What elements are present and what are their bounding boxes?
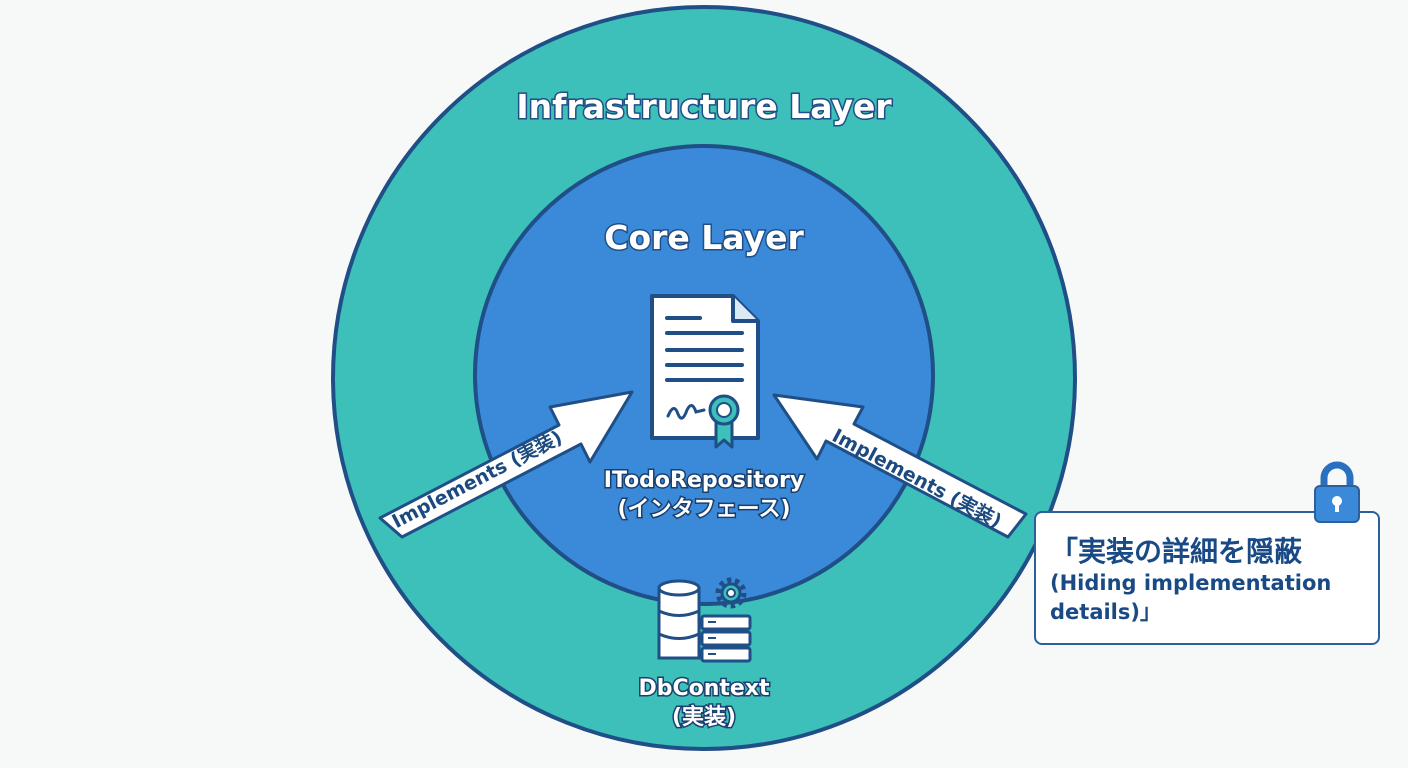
interface-name: ITodoRepository: [604, 468, 804, 493]
callout-line3: details)」: [1050, 600, 1161, 624]
callout-line2: (Hiding implementation: [1050, 571, 1332, 595]
database-gear-icon: [657, 577, 752, 663]
lock-icon: [1314, 461, 1360, 523]
interface-kind: (インタフェース): [617, 497, 790, 522]
callout-line1: 「実装の詳細を隠蔽: [1050, 535, 1303, 568]
core-layer-title: Core Layer: [604, 218, 804, 257]
callout-box: 「実装の詳細を隠蔽 (Hiding implementation details…: [1034, 511, 1380, 645]
contract-document-icon: [650, 294, 760, 449]
infrastructure-layer-title: Infrastructure Layer: [516, 87, 892, 126]
implementation-kind: (実装): [672, 704, 736, 730]
implementation-name: DbContext: [638, 676, 770, 701]
